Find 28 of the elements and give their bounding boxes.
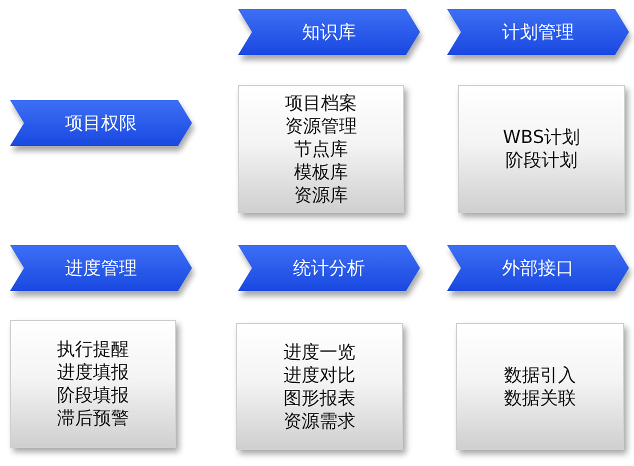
list-item: 资源管理 bbox=[285, 114, 357, 138]
list-item: 项目档案 bbox=[285, 92, 357, 114]
list-item: 进度一览 bbox=[284, 340, 356, 364]
content-panel bbox=[456, 323, 624, 450]
list-item: 阶段计划 bbox=[506, 149, 578, 172]
banner-title: 统计分析 bbox=[293, 257, 365, 280]
list-item: 滞后预警 bbox=[57, 407, 129, 430]
content-panel bbox=[238, 85, 404, 213]
list-item: 数据关联 bbox=[504, 386, 576, 410]
list-item: 资源需求 bbox=[284, 410, 356, 432]
list-item: 资源库 bbox=[294, 184, 348, 206]
banner-title: 外部接口 bbox=[502, 257, 574, 280]
content-panel bbox=[236, 323, 403, 450]
list-item: 图形报表 bbox=[284, 386, 356, 410]
list-item: 进度填报 bbox=[57, 361, 129, 384]
list-item: 模板库 bbox=[294, 160, 348, 184]
list-item: 节点库 bbox=[294, 138, 348, 160]
content-panel bbox=[458, 85, 625, 213]
list-item: 阶段填报 bbox=[57, 384, 129, 407]
list-item: 进度对比 bbox=[284, 364, 356, 386]
banner-title: 计划管理 bbox=[502, 21, 574, 44]
banner-title: 进度管理 bbox=[65, 257, 137, 280]
banner-title: 项目权限 bbox=[65, 112, 137, 135]
list-item: 执行提醒 bbox=[57, 338, 129, 361]
list-item: WBS计划 bbox=[502, 126, 580, 149]
banner-title: 知识库 bbox=[302, 21, 356, 44]
content-panel bbox=[10, 320, 176, 448]
list-item: 数据引入 bbox=[504, 364, 576, 386]
